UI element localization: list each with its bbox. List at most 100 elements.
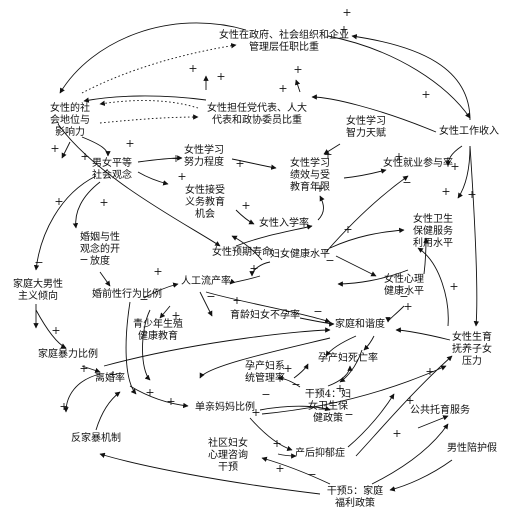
- polarity-s52: +: [272, 437, 281, 450]
- node-label-line: 女性生育: [452, 330, 492, 343]
- link-e69: [125, 301, 137, 395]
- node-women-health-level: 妇女健康水平: [270, 247, 330, 260]
- link-e54: [339, 349, 363, 383]
- link-e61: [99, 452, 321, 495]
- link-e42: [231, 235, 263, 261]
- node-label-line: 女性接受: [185, 183, 225, 196]
- node-label-line: 男性陪护假: [447, 441, 497, 454]
- link-e67: [199, 337, 331, 379]
- polarity-s45: −: [291, 378, 300, 391]
- polarity-s34: +: [403, 300, 412, 313]
- node-label-line: 干预: [218, 461, 238, 473]
- link-e39: [423, 237, 429, 275]
- link-e59: [417, 415, 449, 429]
- link-e20: [457, 145, 471, 199]
- link-e63: [371, 423, 449, 485]
- link-e68: [142, 309, 151, 381]
- link-e27: [143, 282, 179, 299]
- polarity-s9: +: [80, 150, 89, 163]
- link-e31: [205, 291, 331, 324]
- link-e36: [325, 175, 409, 253]
- link-e34: [329, 227, 405, 249]
- link-e50: [259, 405, 331, 412]
- link-e16: [235, 209, 255, 225]
- node-label-line: 女性的社: [50, 101, 90, 114]
- polarity-s8: +: [50, 142, 59, 155]
- node-infertility: 育龄妇女不孕率: [230, 308, 300, 321]
- node-label-line: 男女平等: [92, 156, 132, 169]
- link-e24: [33, 175, 97, 271]
- polarity-s47: −: [344, 408, 353, 421]
- link-e1: [59, 22, 247, 94]
- link-e45: [35, 309, 67, 349]
- node-label-line: 健康水平: [384, 284, 424, 297]
- polarity-s50: +: [392, 427, 401, 440]
- node-label-line: 福利政策: [335, 496, 375, 509]
- node-label-line: 代表和政协委员比重: [212, 113, 302, 126]
- polarity-s32: +: [343, 223, 352, 236]
- node-label-line: 智力天赋: [346, 126, 386, 139]
- link-e32: [229, 275, 261, 285]
- node-label-line: 女性就业参与率: [383, 156, 453, 169]
- link-e17: [317, 195, 325, 221]
- polarity-s22: +: [54, 195, 63, 208]
- node-label-line: 孕产妇系: [245, 359, 285, 372]
- link-e57: [347, 393, 395, 448]
- link-e38: [385, 305, 405, 323]
- node-label-line: 人工流产率: [181, 274, 231, 287]
- node-label-line: 会地位与: [50, 113, 90, 126]
- polarity-s12: +: [177, 170, 186, 183]
- node-label-line: 社会观念: [92, 168, 132, 181]
- link-e2: [81, 43, 237, 94]
- polarity-s39: +: [79, 362, 88, 375]
- polarity-s42: +: [166, 395, 175, 408]
- node-label-line: 绩效与受: [290, 168, 330, 181]
- link-e60: [389, 459, 453, 492]
- node-label-line: 产后抑郁症: [295, 446, 345, 459]
- polarity-s1: +: [342, 6, 351, 19]
- link-e15: [323, 143, 341, 155]
- node-label-line: 育龄妇女不孕率: [230, 308, 300, 321]
- node-women-income: 女性工作收入: [439, 124, 499, 137]
- node-label-line: 主义倾向: [18, 289, 58, 302]
- link-e10: [294, 79, 301, 93]
- node-label-line: 社区妇女: [208, 436, 248, 449]
- link-e12: [137, 155, 183, 163]
- node-label-line: 妇女健康水平: [270, 247, 330, 260]
- node-label-line: 保健服务: [413, 224, 453, 237]
- link-e30: [299, 317, 335, 327]
- node-family-harmony: 家庭和谐度: [335, 317, 385, 330]
- polarity-s14: +: [323, 148, 332, 161]
- causal-links: [33, 22, 480, 495]
- node-label-line: 干预4：妇: [305, 387, 351, 400]
- node-label-line: 女性在政府、社会组织和企业: [219, 28, 349, 41]
- node-label-line: 女性卫生: [413, 212, 453, 225]
- polarity-s49: +: [425, 365, 434, 378]
- node-label-line: 女性担任党代表、人大: [207, 101, 307, 114]
- polarity-s6: +: [421, 88, 430, 101]
- polarity-s29: −: [206, 290, 215, 303]
- polarity-s31: +: [249, 262, 258, 275]
- link-e5: [83, 95, 207, 103]
- polarity-s53: +: [275, 462, 284, 475]
- link-e70: [325, 335, 357, 357]
- node-label-line: 家庭和谐度: [335, 317, 385, 330]
- polarity-s23: +: [99, 196, 108, 209]
- polarity-s10: +: [125, 137, 134, 150]
- polarity-s35: −: [399, 290, 408, 303]
- node-paternity-leave: 男性陪护假: [447, 441, 497, 454]
- link-e53: [277, 375, 301, 388]
- node-label-line: 反家暴机制: [71, 431, 121, 444]
- polarity-s3: +: [188, 62, 197, 75]
- polarity-s40: +: [108, 368, 117, 381]
- link-e19: [445, 145, 463, 167]
- polarity-s38: +: [51, 324, 60, 337]
- link-e4: [351, 34, 471, 121]
